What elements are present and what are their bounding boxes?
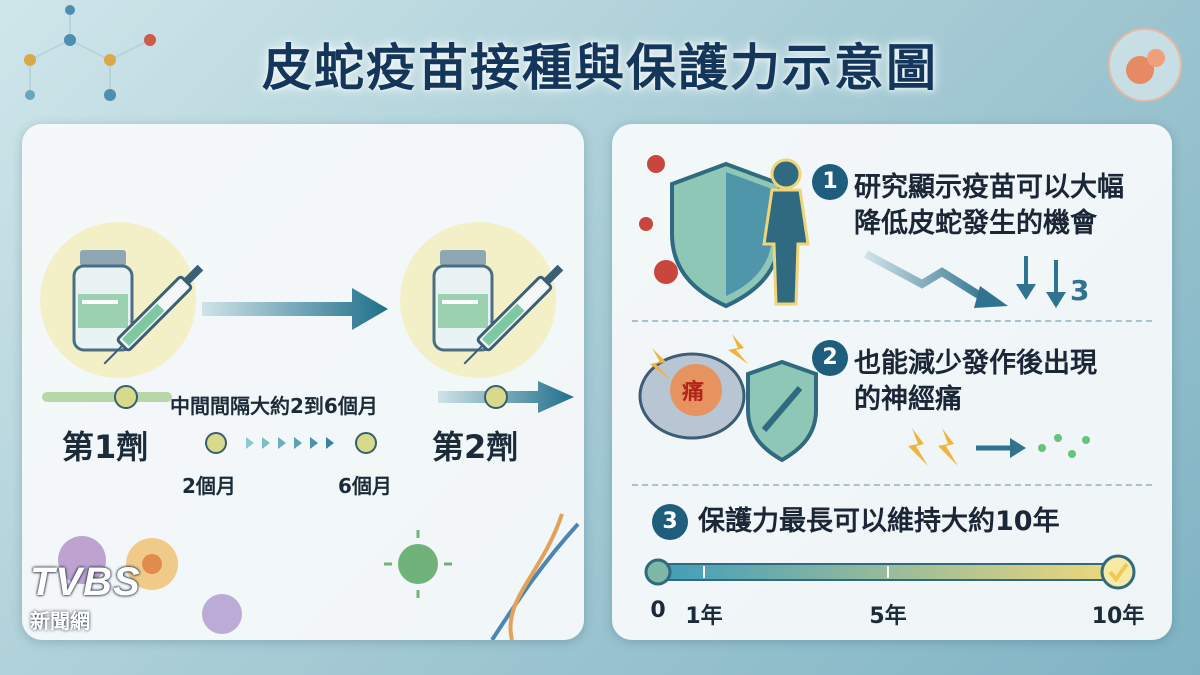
dose-1-label: 第1劑 [62, 428, 149, 466]
item-3-line-1: 保護力最長可以維持大約10年 [698, 506, 1060, 537]
timeline-end-marker [1100, 554, 1136, 590]
dose-2-label: 第2劑 [432, 428, 519, 466]
interval-start-label: 2個月 [182, 474, 236, 498]
vaccine-vial-syringe-icon [400, 222, 564, 378]
logo-brand: TVBS [30, 560, 141, 604]
cell-decoration [1108, 28, 1182, 102]
item-2-line-1: 也能減少發作後出現 [854, 348, 1097, 379]
decrease-trend-arrow-icon [864, 250, 1008, 308]
page-title: 皮蛇疫苗接種與保護力示意圖 [262, 39, 938, 97]
section-divider [632, 320, 1152, 322]
timeline-start-marker [644, 558, 672, 586]
timeline-tick-label: 5年 [869, 604, 907, 629]
interval-end-label: 6個月 [338, 474, 392, 498]
timeline-arrow-icon [42, 381, 574, 413]
interval-label: 中間間隔大約2到6個月 [170, 394, 378, 418]
decrease-mark: 3 [1070, 274, 1090, 307]
vaccination-schedule-panel: 中間間隔大約2到6個月 第1劑 第2劑 2個月 6個月 [22, 124, 584, 640]
molecule-decoration [24, 5, 156, 101]
item-2-number-badge: 2 [812, 340, 848, 376]
checkmark-icon [1108, 562, 1129, 583]
shield-person-icon [639, 155, 810, 309]
item-1-line-2: 降低皮蛇發生的機會 [854, 208, 1097, 239]
protection-benefits-panel: 1 研究顯示疫苗可以大幅 降低皮蛇發生的機會 3 痛 2 也能減少發作後出現 的… [612, 124, 1172, 640]
item-2-line-2: 的神經痛 [854, 384, 962, 415]
tvbs-logo: TVBS 新聞網 [30, 560, 141, 634]
timeline-tick-label: 0 [650, 598, 666, 623]
vaccine-vial-syringe-icon [40, 222, 204, 378]
timeline-tick-label: 1年 [685, 604, 723, 629]
dose-interval-arrow-icon [202, 288, 388, 330]
item-1-number-badge: 1 [812, 164, 848, 200]
brain-shield-icon [638, 334, 818, 463]
section-divider [632, 484, 1152, 486]
protection-timeline [644, 554, 1136, 590]
pain-label: 痛 [682, 380, 705, 405]
item-3-number-badge: 3 [652, 504, 688, 540]
virus-cells-decoration [58, 513, 580, 640]
down-arrows-icon [1016, 256, 1066, 308]
timeline-tick-label: 10年 [1091, 604, 1145, 629]
pain-reduction-icon [908, 428, 1090, 466]
logo-subtitle: 新聞網 [30, 609, 90, 633]
interval-range-icon [205, 432, 377, 454]
item-1-line-1: 研究顯示疫苗可以大幅 [854, 172, 1124, 203]
